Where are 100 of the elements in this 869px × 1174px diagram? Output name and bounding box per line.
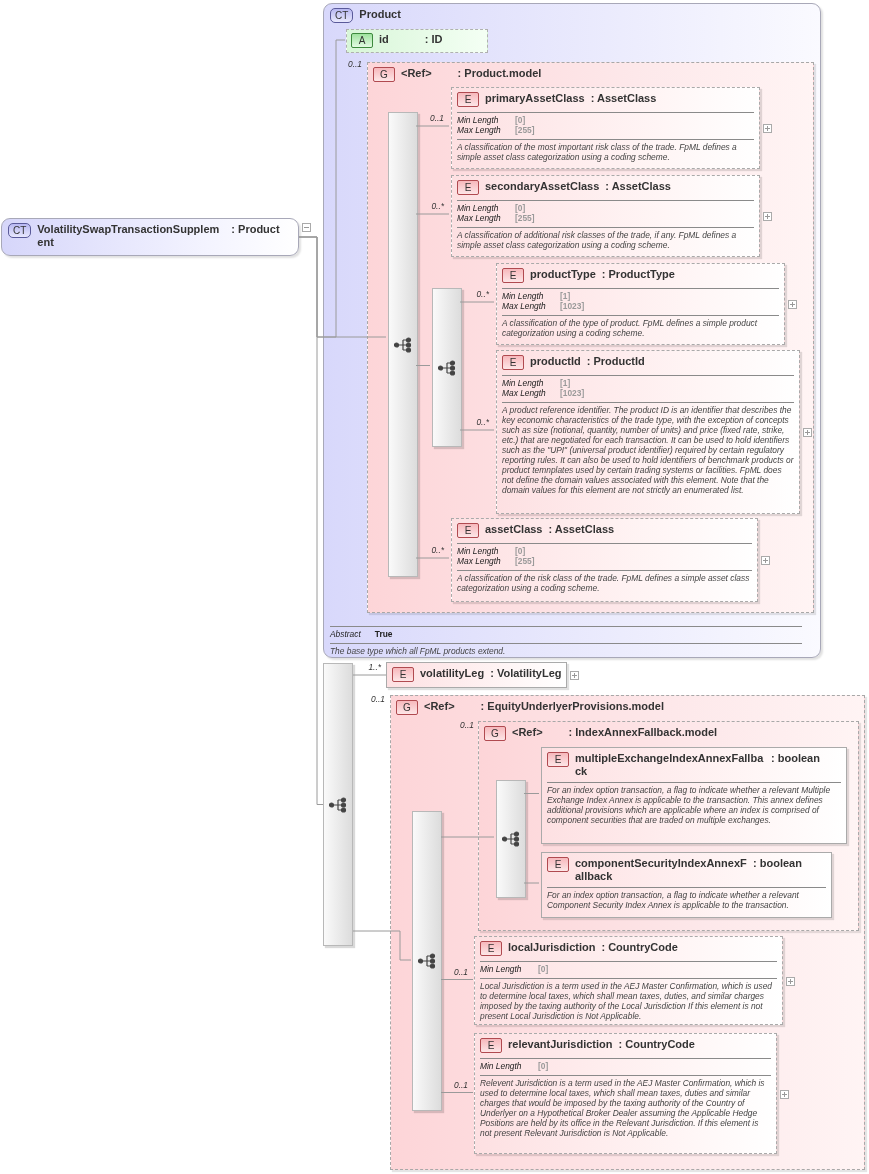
- sequence-bar: [432, 288, 462, 447]
- documentation-text: A product reference identifier. The product ID is an identifier that describes the key economic characteristics of the trade type, with the exception of concepts such as size (notional, quantity, number of units) and price (fixed rate, strike, etc.) that are negotiated for each transaction. It can be used to hold identifiers such as the "UPI" (universal product identifier) required by certain regulatory reporting rules. It can also be used to hold identifiers of benchmark products or product temnplates used by certain trading systems or facilities. FpML does not define the domain values associated with this element. Note that the domain values for this element are not strictly an enumerated list.: [502, 405, 794, 495]
- group-box: [478, 721, 859, 931]
- element-box: [451, 175, 760, 257]
- connector-line: [523, 882, 540, 884]
- sequence-bar: [412, 811, 442, 1111]
- property-value: [1023]: [560, 301, 586, 311]
- kind-badge: E: [547, 752, 569, 767]
- connector-line: [415, 557, 450, 559]
- sequence-bar: [496, 780, 526, 898]
- property-label: Min Length: [502, 291, 545, 301]
- connector-line: [415, 365, 431, 366]
- kind-badge: CT: [330, 8, 354, 23]
- component-name: multipleExchangeIndexAnnexFallback: [575, 752, 765, 778]
- component-name: relevantJurisdiction: [508, 1038, 613, 1051]
- kind-badge: CT: [8, 223, 32, 238]
- property-label: Max Length: [502, 388, 547, 398]
- group-box: [367, 62, 814, 613]
- documentation-text: For an index option transaction, a flag to indicate whether a relevant Component Security Index Annex is applicable to the transaction.: [547, 890, 800, 910]
- component-name: productId: [530, 355, 581, 368]
- documentation-text: A classification of additional risk classes of the trade, if any. FpML defines a simple asset class categorization using a coding scheme.: [457, 230, 738, 250]
- type-name: : boolean: [771, 752, 820, 765]
- element-box: [541, 747, 847, 844]
- component-name: Product: [359, 8, 401, 21]
- kind-badge: A: [351, 33, 373, 48]
- type-name: : boolean: [753, 857, 802, 870]
- cardinality-label: 0..1: [454, 966, 468, 977]
- type-name: : CountryCode: [601, 941, 678, 954]
- component-name: secondaryAssetClass: [485, 180, 600, 193]
- component-name: id: [379, 33, 389, 46]
- property-label: Min Length: [480, 1061, 523, 1071]
- kind-badge: E: [457, 523, 479, 538]
- type-name: : AssetClass: [548, 523, 615, 536]
- documentation-text: Local Jurisdiction is a term used in the AEJ Master Confirmation, which is used to determine local taxes, which shall mean taxes, duties, and similar charges imposed by the taxing authority of the Local Jurisdiction If this element is not present Local Jurisdiction is Not Applicable.: [480, 981, 773, 1021]
- cardinality-label: 0..1: [371, 694, 385, 704]
- component-name: <Ref>: [401, 67, 432, 80]
- cardinality-label: 1..*: [368, 662, 381, 672]
- connector-line: [415, 213, 450, 215]
- complex-type-box: [1, 218, 299, 256]
- cardinality-label: 0..1: [460, 720, 474, 730]
- documentation-text: A classification of the most important risk class of the trade. FpML defines a simple asset class categorization using a coding scheme.: [457, 142, 738, 162]
- type-name: : Product.model: [457, 67, 542, 80]
- property-label: Abstract: [330, 629, 361, 639]
- type-name: : IndexAnnexFallback.model: [568, 726, 718, 739]
- component-name: primaryAssetClass: [485, 92, 585, 105]
- property-value: [1]: [560, 291, 572, 301]
- property-label: Max Length: [502, 301, 547, 311]
- cardinality-label: 0..1: [348, 59, 362, 69]
- kind-badge: G: [373, 67, 395, 82]
- type-name: : EquityUnderlyerProvisions.model: [480, 700, 664, 713]
- kind-badge: E: [502, 355, 524, 370]
- kind-badge: E: [392, 667, 414, 682]
- kind-badge: E: [457, 180, 479, 195]
- documentation-text: For an index option transaction, a flag to indicate whether a relevant Multiple Exchange Index Annex is applicable to the transaction. This annex defines additional provisions which are applicable where an index is comprised of component securities that are traded on multiple exchanges.: [547, 785, 832, 825]
- kind-badge: E: [457, 92, 479, 107]
- component-name: volatilityLeg: [420, 667, 485, 680]
- type-name: : ID: [424, 33, 443, 46]
- property-label: Max Length: [457, 213, 502, 223]
- property-value: [1]: [560, 378, 572, 388]
- connector-line: [352, 930, 412, 961]
- type-name: : ProductId: [586, 355, 645, 368]
- element-box: [451, 87, 760, 169]
- type-name: : CountryCode: [618, 1038, 695, 1051]
- connector-line: [440, 1092, 474, 1093]
- property-value: [1023]: [560, 388, 586, 398]
- kind-badge: G: [396, 700, 418, 715]
- property-value: [0]: [515, 115, 527, 125]
- component-name: <Ref>: [512, 726, 543, 739]
- complex-type-panel: [323, 3, 821, 658]
- kind-badge: G: [484, 726, 506, 741]
- connector-line: [440, 979, 474, 980]
- property-value: True: [374, 629, 393, 639]
- property-label: Min Length: [502, 378, 545, 388]
- documentation-text: A classification of the risk class of the trade. FpML defines a simple asset class categorization using a coding scheme.: [457, 573, 751, 593]
- property-label: Max Length: [457, 556, 502, 566]
- property-value: [255]: [515, 213, 536, 223]
- property-value: [255]: [515, 125, 536, 135]
- element-box: [451, 518, 758, 602]
- documentation-text: The base type which all FpML products extend.: [330, 646, 507, 656]
- property-value: [0]: [538, 964, 550, 974]
- component-name: <Ref>: [424, 700, 455, 713]
- property-label: Max Length: [457, 125, 502, 135]
- property-value: [0]: [515, 546, 527, 556]
- attribute-box: [346, 29, 488, 53]
- kind-badge: E: [480, 941, 502, 956]
- group-box: [390, 695, 865, 1170]
- sequence-bar: [323, 663, 353, 946]
- kind-badge: E: [547, 857, 569, 872]
- connector-line: [459, 301, 495, 303]
- cardinality-label: 0..*: [431, 201, 444, 211]
- type-name: : Product: [231, 223, 280, 236]
- property-label: Min Length: [457, 115, 500, 125]
- connector-line: [459, 429, 495, 431]
- type-name: : AssetClass: [605, 180, 671, 193]
- cardinality-label: 0..1: [430, 113, 444, 123]
- kind-badge: E: [480, 1038, 502, 1053]
- component-name: assetClass: [485, 523, 543, 536]
- connector-line: [440, 836, 495, 838]
- element-box: [386, 662, 567, 688]
- property-value: [0]: [515, 203, 527, 213]
